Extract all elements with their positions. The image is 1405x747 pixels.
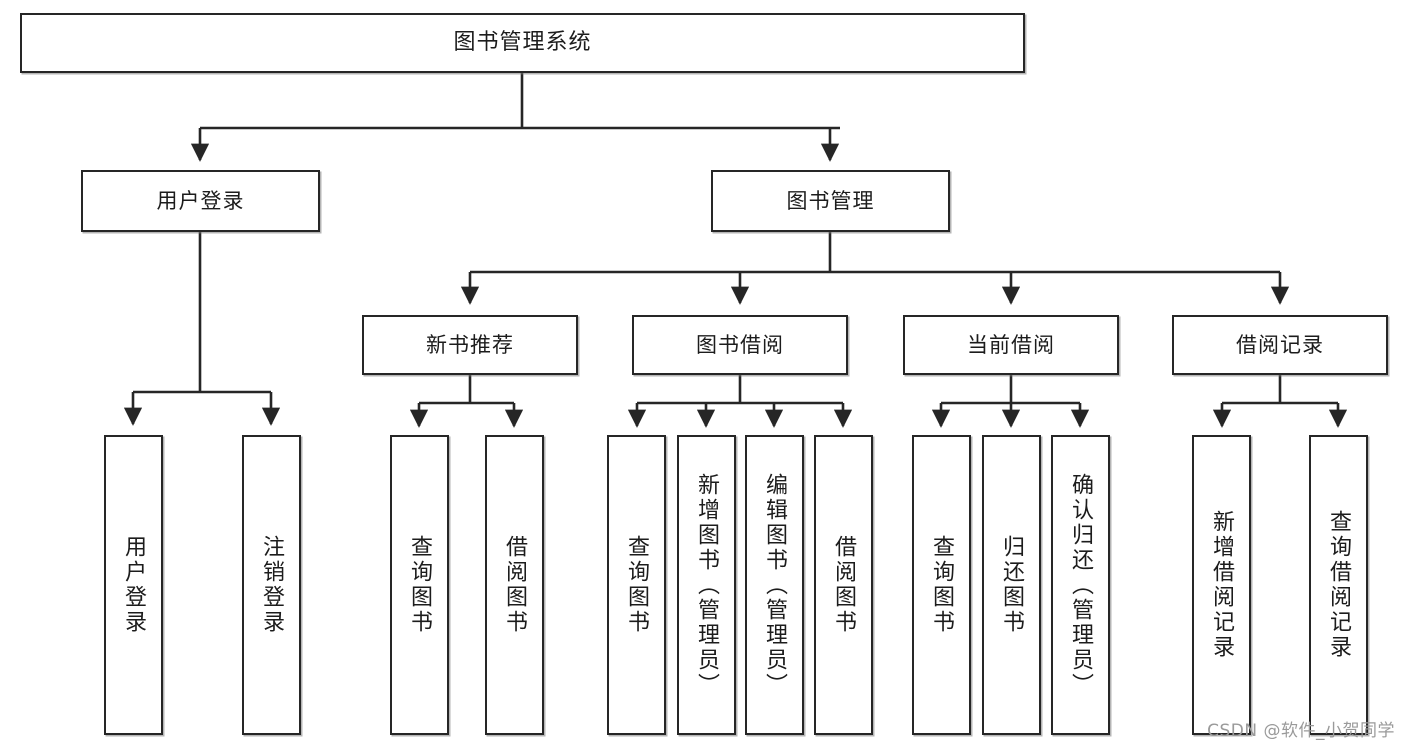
node-label: 当前借阅 <box>967 332 1055 357</box>
node-label: 借阅记录 <box>1236 332 1324 357</box>
node-leaf-logout-login[interactable]: 注销登录 <box>242 435 301 735</box>
node-leaf-return-book[interactable]: 归还图书 <box>982 435 1041 735</box>
node-new-book-recommend[interactable]: 新书推荐 <box>362 315 578 375</box>
node-leaf-query-book-1[interactable]: 查询图书 <box>390 435 449 735</box>
csdn-watermark: CSDN @软件_小贺同学 <box>1207 721 1395 741</box>
node-label: 借阅图书 <box>502 535 528 635</box>
node-label: 新增借阅记录 <box>1209 510 1235 660</box>
node-label: 新书推荐 <box>426 332 514 357</box>
node-root-book-management-system[interactable]: 图书管理系统 <box>20 13 1025 73</box>
node-label: 查询图书 <box>624 535 650 635</box>
node-borrow-record[interactable]: 借阅记录 <box>1172 315 1388 375</box>
node-leaf-user-login[interactable]: 用户登录 <box>104 435 163 735</box>
node-label: 注销登录 <box>259 535 285 635</box>
node-leaf-query-borrow-record[interactable]: 查询借阅记录 <box>1309 435 1368 735</box>
node-user-login[interactable]: 用户登录 <box>81 170 320 232</box>
node-book-borrow[interactable]: 图书借阅 <box>632 315 848 375</box>
node-leaf-borrow-book-2[interactable]: 借阅图书 <box>814 435 873 735</box>
node-label: 新增图书（管理员） <box>694 472 720 698</box>
node-label: 图书管理系统 <box>453 30 592 56</box>
node-leaf-query-book-3[interactable]: 查询图书 <box>912 435 971 735</box>
node-label: 编辑图书（管理员） <box>762 472 788 698</box>
node-book-management[interactable]: 图书管理 <box>711 170 950 232</box>
node-leaf-add-book[interactable]: 新增图书（管理员） <box>677 435 736 735</box>
node-leaf-query-book-2[interactable]: 查询图书 <box>607 435 666 735</box>
node-label: 确认归还（管理员） <box>1068 472 1094 698</box>
node-current-borrow[interactable]: 当前借阅 <box>903 315 1119 375</box>
node-label: 图书管理 <box>786 188 875 213</box>
node-label: 借阅图书 <box>831 535 857 635</box>
node-label: 用户登录 <box>156 188 245 213</box>
node-label: 查询图书 <box>929 535 955 635</box>
node-label: 用户登录 <box>121 535 147 635</box>
node-label: 查询借阅记录 <box>1326 510 1352 660</box>
node-leaf-add-borrow-record[interactable]: 新增借阅记录 <box>1192 435 1251 735</box>
node-leaf-borrow-book-1[interactable]: 借阅图书 <box>485 435 544 735</box>
node-leaf-edit-book[interactable]: 编辑图书（管理员） <box>745 435 804 735</box>
node-label: 归还图书 <box>999 535 1025 635</box>
node-label: 图书借阅 <box>696 332 784 357</box>
node-leaf-confirm-return[interactable]: 确认归还（管理员） <box>1051 435 1110 735</box>
node-label: 查询图书 <box>407 535 433 635</box>
